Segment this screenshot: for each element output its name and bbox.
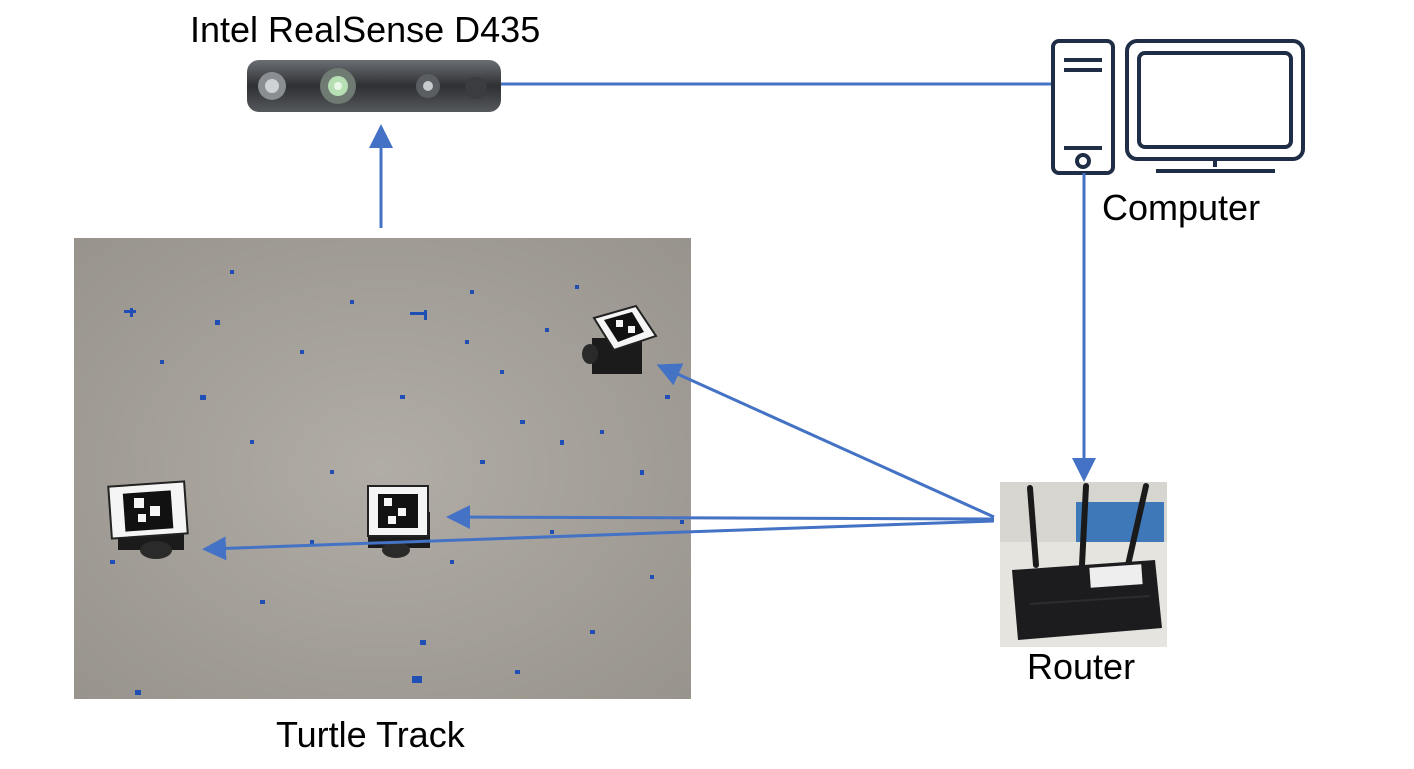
tape-mark xyxy=(465,340,469,344)
tape-mark xyxy=(424,310,427,320)
tape-mark xyxy=(650,575,654,579)
tape-mark xyxy=(160,360,164,364)
track-label: Turtle Track xyxy=(276,714,465,755)
tape-mark xyxy=(200,395,206,400)
tape-mark xyxy=(470,290,474,294)
tape-mark xyxy=(600,430,604,434)
tape-mark xyxy=(420,640,426,645)
router-label: Router xyxy=(1027,646,1136,687)
router-to-robot-top-arrow xyxy=(656,363,995,519)
tape-mark xyxy=(575,285,579,289)
tape-mark xyxy=(260,600,265,604)
tape-mark xyxy=(300,350,304,354)
tape-mark xyxy=(250,440,254,444)
robot-top-right xyxy=(582,304,658,374)
tape-mark xyxy=(550,530,554,534)
tape-mark xyxy=(640,470,644,475)
tape-mark xyxy=(545,328,549,332)
computer-label: Computer xyxy=(1102,187,1261,228)
router-to-robot-middle-arrow xyxy=(446,505,995,530)
tape-mark xyxy=(480,460,485,464)
camera-label: Intel RealSense D435 xyxy=(190,9,541,50)
camera-lens xyxy=(265,79,279,93)
tape-mark xyxy=(450,560,454,564)
wifi-router-photo xyxy=(1000,482,1167,647)
tape-mark xyxy=(500,370,504,374)
tape-mark xyxy=(215,320,220,325)
tape-mark xyxy=(410,312,424,315)
camera-lens xyxy=(423,81,433,91)
robot-middle xyxy=(367,485,430,558)
tape-mark xyxy=(412,676,422,683)
floor-track-photo xyxy=(74,238,691,699)
tape-mark xyxy=(665,395,670,399)
tape-mark xyxy=(130,308,133,317)
camera-lens xyxy=(334,82,342,90)
camera-lens xyxy=(465,77,487,99)
robot-left xyxy=(107,480,189,559)
tape-mark xyxy=(400,395,405,399)
desktop-computer-icon xyxy=(1051,39,1305,175)
tape-mark xyxy=(590,630,595,634)
tape-mark xyxy=(520,420,525,424)
connectors xyxy=(202,82,1096,561)
tape-mark xyxy=(135,690,141,695)
tape-mark xyxy=(680,520,684,524)
camera-photo xyxy=(247,60,501,112)
tape-mark xyxy=(515,670,520,674)
tape-mark xyxy=(230,270,234,274)
tape-mark xyxy=(330,470,334,474)
tape-mark xyxy=(110,560,115,564)
router-to-robot-left-arrow xyxy=(202,519,995,561)
tape-mark xyxy=(560,440,564,445)
tape-mark xyxy=(350,300,354,304)
tape-mark xyxy=(310,540,314,544)
